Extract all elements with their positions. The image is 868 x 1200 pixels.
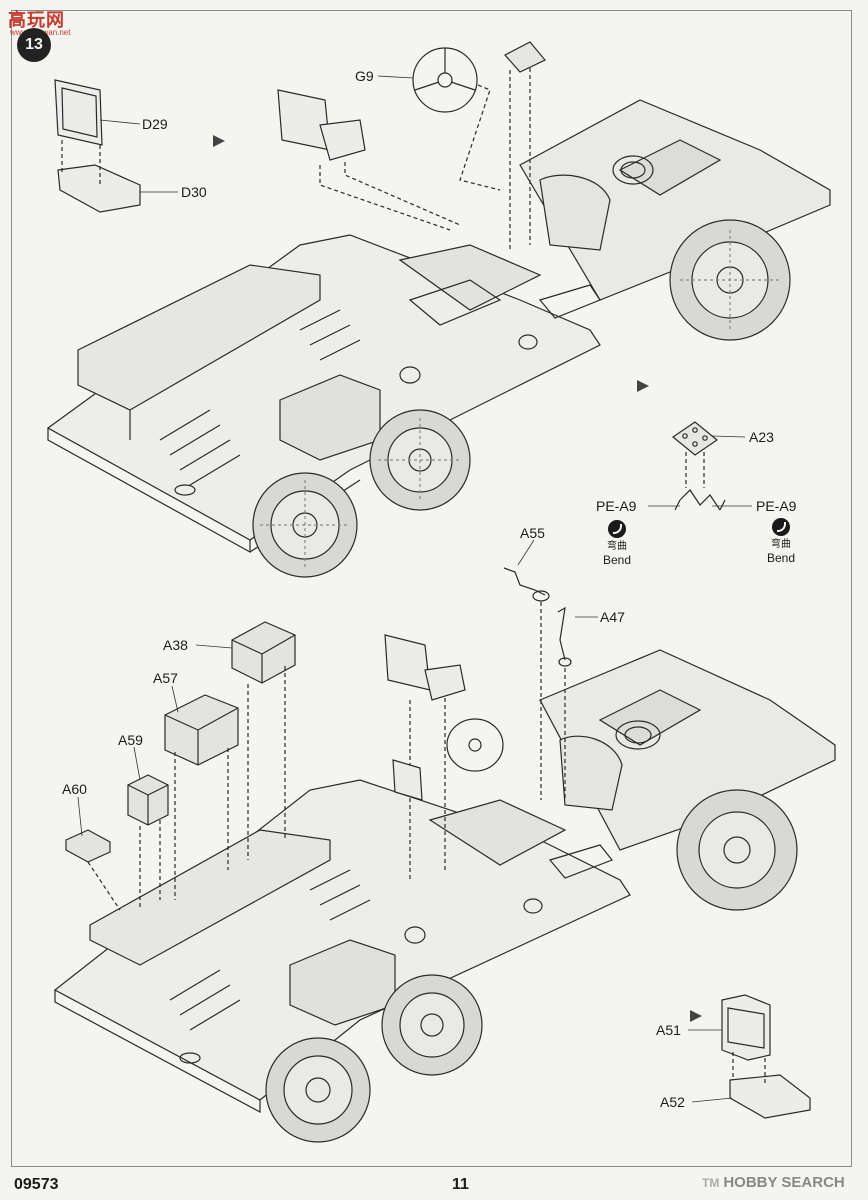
bend-icon (608, 520, 626, 538)
lower-controls (384, 567, 572, 880)
watermark-logo: 高玩网 (8, 10, 65, 30)
label-a57: A57 (153, 670, 178, 686)
page-number: 11 (452, 1176, 469, 1193)
bend-note-right: 弯曲 Bend (756, 518, 806, 565)
label-pe-a9-right: PE-A9 (756, 498, 797, 514)
lower-stowage-boxes (65, 621, 296, 911)
upper-vehicle-hull (46, 99, 831, 554)
label-a52: A52 (660, 1094, 685, 1110)
brand-text: HOBBY SEARCH (723, 1174, 845, 1191)
bend-note-en: Bend (766, 551, 796, 565)
label-a55: A55 (520, 525, 545, 541)
lower-vehicle-hull (53, 649, 836, 1114)
label-a59: A59 (118, 732, 143, 748)
label-g9: G9 (355, 68, 374, 84)
lower-vehicle-wheels (265, 789, 798, 1143)
callout-leaders (77, 75, 752, 1103)
label-d29: D29 (142, 116, 168, 132)
bend-note-cn: 弯曲 (771, 539, 791, 550)
brand-mark: TM (702, 1176, 720, 1190)
label-a23: A23 (749, 429, 774, 445)
label-pe-a9-left: PE-A9 (596, 498, 637, 514)
step-number-badge: 13 (17, 28, 51, 62)
label-a47: A47 (600, 609, 625, 625)
bend-icon (772, 518, 790, 536)
bend-note-left: 弯曲 Bend (592, 520, 642, 567)
bend-note-en: Bend (602, 553, 632, 567)
a23-bracket-detail (671, 421, 726, 511)
page-border (11, 10, 852, 1167)
label-d30: D30 (181, 184, 207, 200)
bend-note-cn: 弯曲 (607, 541, 627, 552)
a51-a52-seat-detail (721, 994, 811, 1119)
direction-marks (213, 135, 702, 1022)
label-a60: A60 (62, 781, 87, 797)
product-code: 09573 (14, 1176, 59, 1193)
label-a38: A38 (163, 637, 188, 653)
label-a51: A51 (656, 1022, 681, 1038)
upper-vehicle-wheels (252, 219, 791, 578)
upper-seats (54, 41, 546, 250)
